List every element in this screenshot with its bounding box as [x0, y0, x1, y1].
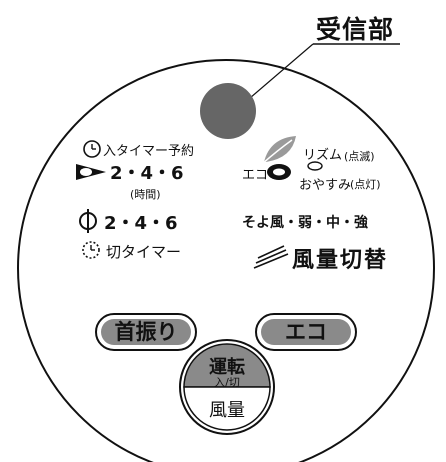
eco-leaf-icon — [261, 136, 296, 165]
power-sublabel[interactable]: 入/切 — [214, 376, 240, 389]
power-icon — [79, 209, 97, 233]
sleep-label: おやすみ — [299, 178, 352, 193]
timer-led-icon — [76, 164, 106, 180]
swing-button[interactable] — [95, 313, 197, 351]
reservation-hours: 2・4・6 — [110, 163, 184, 184]
rhythm-led-icon — [307, 161, 323, 171]
receiver-label: 受信部 — [316, 15, 395, 44]
wind-icon — [253, 245, 289, 269]
rhythm-state: (点滅) — [344, 150, 375, 163]
eco-led-icon — [267, 164, 291, 180]
eco-label: エコ — [242, 168, 269, 183]
reservation-label: 入タイマー予約 — [103, 144, 195, 159]
fan-switch-label: 風量切替 — [292, 248, 389, 273]
swing-button-label[interactable]: 首振り — [114, 320, 178, 344]
remote-panel — [17, 59, 435, 462]
off-timer-icon — [82, 241, 100, 259]
rhythm-label: リズム — [303, 148, 343, 163]
hours-caption: (時間) — [130, 188, 161, 201]
power-button[interactable] — [179, 339, 275, 435]
fan-label[interactable]: 風量 — [209, 400, 245, 421]
off-timer-label: 切タイマー — [106, 243, 182, 261]
eco-button[interactable] — [255, 313, 357, 351]
eco-button-label[interactable]: エコ — [285, 320, 327, 344]
receiver-sensor — [200, 83, 256, 139]
fan-speed-levels: そよ風・弱・中・強 — [242, 215, 368, 231]
sleep-state: (点灯) — [350, 178, 381, 191]
timer-hours: 2・4・6 — [104, 213, 178, 234]
power-label[interactable]: 運転 — [209, 357, 245, 378]
clock-icon — [83, 140, 101, 158]
